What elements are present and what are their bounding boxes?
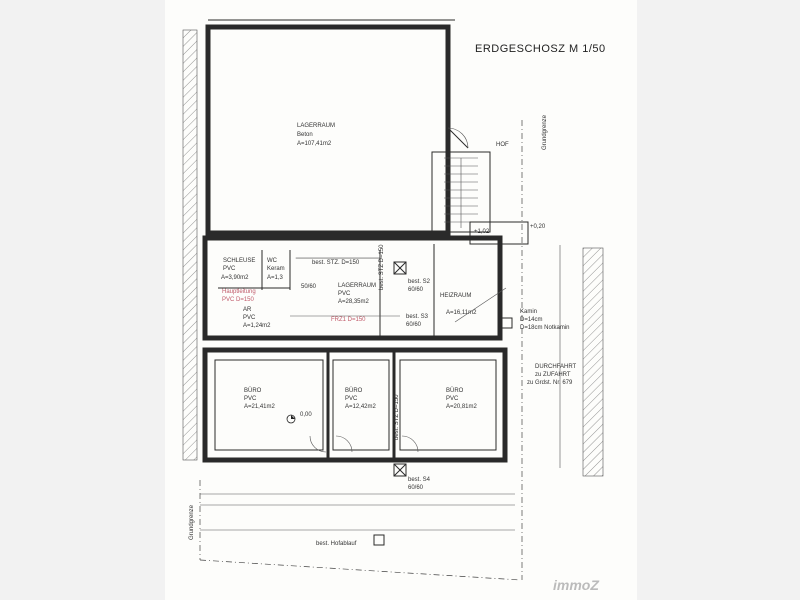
label-lagerraum-small-name: LAGERRAUM xyxy=(338,283,376,289)
label-buero3-floor: PVC xyxy=(446,396,459,402)
label-buero3-name: BÜRO xyxy=(446,387,464,394)
label-dim-5060: 50/60 xyxy=(301,284,317,290)
label-buero1-name: BÜRO xyxy=(244,387,262,394)
label-ar-name: AR xyxy=(243,307,252,313)
room-buero3 xyxy=(399,359,497,451)
property-line-bottom xyxy=(199,559,521,581)
label-lagerraum-small-floor: PVC xyxy=(338,291,351,297)
label-s2: best. S2 xyxy=(408,279,431,285)
hofablauf-box xyxy=(373,534,385,546)
label-schleuse-name: SCHLEUSE xyxy=(223,258,255,264)
label-s3-dim: 60/60 xyxy=(406,322,422,328)
door-arc-1 xyxy=(309,435,327,453)
label-kamin-3: D=18cm Notkamin xyxy=(520,325,570,331)
label-grundgrenze-top: Grundgrenze xyxy=(542,114,548,150)
door-arc-3 xyxy=(401,435,419,453)
label-level-2: +0,20 xyxy=(530,224,546,230)
hof-door-line xyxy=(447,127,469,149)
label-kamin-1: Kamin xyxy=(520,309,537,315)
label-lagerraum-small-area: A=28,35m2 xyxy=(338,299,370,305)
label-grundgrenze-left: Grundgrenze xyxy=(189,504,195,540)
label-s4-dim: 60/60 xyxy=(408,485,424,491)
label-buero1-area: A=21,41m2 xyxy=(244,404,276,410)
label-durchfahrt-3: zu Grdst. Nr. 679 xyxy=(527,380,573,386)
label-stz-vertical-2: best. STZ D=150 xyxy=(394,394,400,440)
stair-steps xyxy=(444,157,478,228)
heizraum-diagonal xyxy=(454,287,507,323)
label-frz: FRZ1 D=150 xyxy=(331,317,366,323)
label-heizraum-name: HEIZRAUM xyxy=(440,293,471,299)
label-wc-floor: Keram xyxy=(267,266,285,272)
label-buero1-floor: PVC xyxy=(244,396,257,402)
label-s1: best. STZ. D=150 xyxy=(312,260,360,266)
label-s2-dim: 60/60 xyxy=(408,287,424,293)
label-heizraum-area: A=16,11m2 xyxy=(446,310,477,316)
label-durchfahrt-1: DURCHFAHRT xyxy=(535,364,577,370)
label-lagerraum-big-floor: Beton xyxy=(297,132,313,138)
middle-block xyxy=(202,235,503,341)
room-buero2 xyxy=(332,359,390,451)
label-hofablauf: best. Hofablauf xyxy=(316,541,357,547)
plan-paper xyxy=(165,0,637,600)
plan-title: ERDGESCHOSZ M 1/50 xyxy=(475,43,606,55)
label-ar-area: A=1,24m2 xyxy=(243,323,271,329)
room-lagerraum-big xyxy=(205,24,451,236)
label-durchfahrt-2: zu ZUFAHRT xyxy=(535,372,571,378)
label-kamin-2: D=14cm xyxy=(520,317,543,323)
label-level-3: 0,00 xyxy=(300,412,312,418)
label-level-1: +1,02 xyxy=(474,229,490,235)
label-s4: best. S4 xyxy=(408,477,431,483)
label-schleuse-floor: PVC xyxy=(223,266,236,272)
label-stz-vertical: best. STZ D=150 xyxy=(379,244,385,290)
watermark: immoZ xyxy=(553,577,599,593)
left-boundary-hatch xyxy=(182,29,198,461)
shaft-s4 xyxy=(393,463,407,477)
shaft-s2 xyxy=(393,261,407,275)
label-haupt-dim: PVC D=150 xyxy=(222,297,255,303)
kamin-box xyxy=(499,317,513,329)
right-boundary-hatch xyxy=(582,247,604,477)
room-buero1 xyxy=(214,359,324,451)
hof-door-arc xyxy=(447,127,469,149)
level-marker xyxy=(286,414,296,424)
label-buero2-floor: PVC xyxy=(345,396,358,402)
label-buero2-name: BÜRO xyxy=(345,387,363,394)
staircase xyxy=(431,151,491,233)
label-hof: HOF xyxy=(496,142,509,148)
office-block xyxy=(202,347,508,463)
label-lagerraum-big-name: LAGERRAUM xyxy=(297,123,335,129)
label-ar-floor: PVC xyxy=(243,315,256,321)
label-haupt: Hauptleitung xyxy=(222,289,256,295)
label-wc-area: A=1,3 xyxy=(267,275,284,281)
label-schleuse-area: A=3,90m2 xyxy=(221,275,249,281)
label-lagerraum-big-area: A=107,41m2 xyxy=(297,141,332,147)
label-buero2-area: A=12,42m2 xyxy=(345,404,377,410)
label-wc-name: WC xyxy=(267,258,278,264)
label-buero3-area: A=20,81m2 xyxy=(446,404,478,410)
label-s3: best. S3 xyxy=(406,314,429,320)
door-arc-2 xyxy=(335,435,353,453)
